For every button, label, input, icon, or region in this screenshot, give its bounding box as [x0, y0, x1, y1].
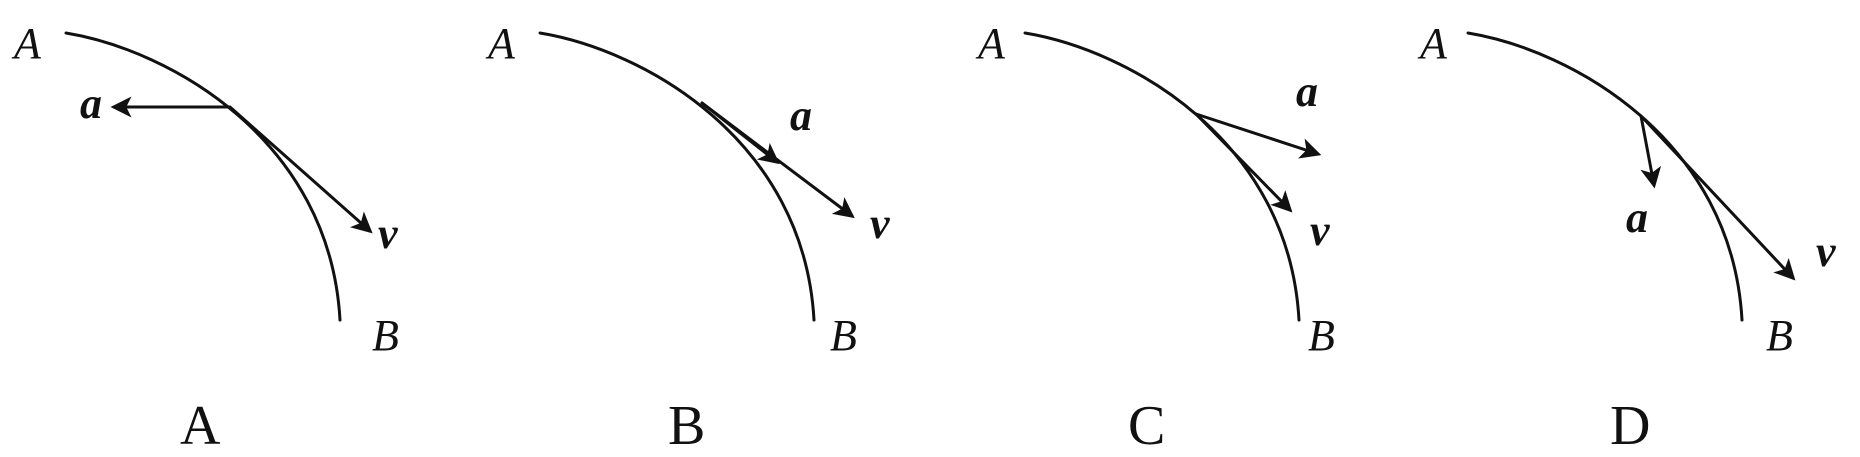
acceleration-label: a: [790, 91, 812, 140]
acceleration-label: a: [80, 79, 102, 128]
velocity-arrow: [1194, 112, 1293, 213]
acceleration-arrow: [1639, 114, 1662, 189]
point-a-label: A: [1417, 19, 1448, 68]
point-b-label: B: [372, 311, 399, 360]
point-a-label: A: [975, 19, 1006, 68]
panel-d: A B v a D: [1417, 19, 1836, 457]
option-b-label: B: [668, 395, 705, 457]
velocity-label: v: [870, 199, 890, 248]
velocity-label: v: [378, 209, 398, 258]
option-c-label: C: [1128, 395, 1165, 457]
acceleration-label: a: [1626, 193, 1648, 242]
panel-a: A B v a A: [11, 19, 399, 457]
point-b-label: B: [830, 311, 857, 360]
velocity-label: v: [1816, 227, 1836, 276]
trajectory-curve: [1466, 31, 1744, 322]
option-a-label: A: [180, 395, 221, 457]
point-a-label: A: [11, 19, 42, 68]
point-b-label: B: [1308, 311, 1335, 360]
velocity-label: v: [1310, 206, 1330, 255]
option-d-label: D: [1610, 395, 1650, 457]
panel-b: A B v a B: [485, 19, 890, 457]
point-a-label: A: [485, 19, 516, 68]
velocity-arrow: [1641, 116, 1796, 281]
velocity-arrow: [228, 105, 373, 234]
acceleration-arrow: [700, 101, 780, 165]
trajectory-curve: [64, 31, 342, 322]
acceleration-label: a: [1296, 67, 1318, 116]
acceleration-arrow: [1194, 112, 1322, 159]
point-b-label: B: [1766, 311, 1793, 360]
trajectory-curve: [538, 31, 816, 322]
panel-c: A B v a C: [975, 19, 1335, 457]
